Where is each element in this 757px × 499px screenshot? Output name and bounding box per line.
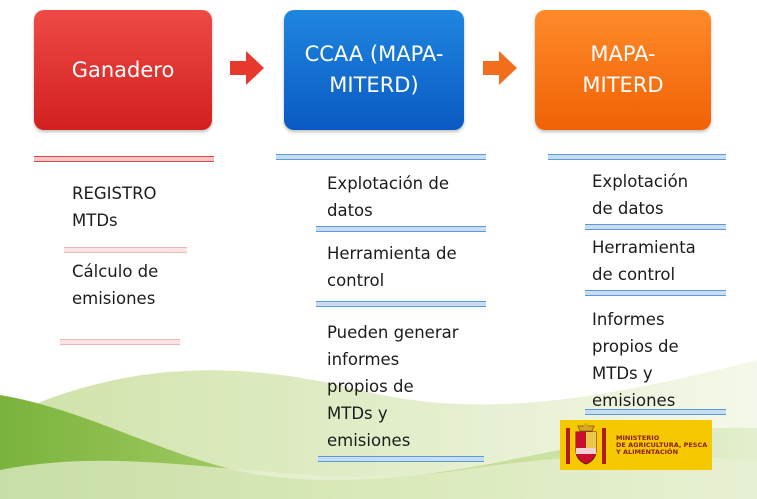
separator-line [318, 456, 484, 462]
coat-of-arms-icon [566, 423, 606, 465]
ministry-logo: MINISTERIO DE AGRICULTURA, PESCA Y ALIME… [560, 420, 712, 470]
separator-line [585, 290, 726, 296]
list-item-explotacion: Explotación de datos [592, 172, 689, 218]
ganadero-label: Ganadero [71, 57, 175, 82]
list-item-explotacion: Explotación de datos [327, 174, 450, 220]
separator-line [276, 154, 486, 160]
mapa-miterd-box: MAPA- MITERD [535, 10, 711, 130]
separator-line [548, 154, 726, 160]
separator-line [316, 301, 486, 307]
list-item-herramienta: Herramienta de control [592, 238, 696, 284]
ganadero-box: Ganadero [34, 10, 212, 130]
list-item-informes: Informes propios de MTDs y emisiones [592, 310, 679, 410]
separator-line [585, 409, 726, 415]
list-item-herramienta: Herramienta de control [327, 244, 457, 290]
separator-line [34, 156, 214, 162]
ministry-name: MINISTERIO DE AGRICULTURA, PESCA Y ALIME… [616, 433, 708, 456]
mapa-miterd-label: MAPA- MITERD [582, 42, 664, 97]
separator-line [585, 224, 726, 230]
list-item-registro: REGISTRO MTDs [72, 184, 157, 230]
ccaa-box: CCAA (MAPA- MITERD) [284, 10, 464, 130]
separator-line [60, 339, 180, 345]
ccaa-label: CCAA (MAPA- MITERD) [304, 42, 444, 97]
separator-line [64, 247, 187, 253]
arrow-right-icon [483, 51, 517, 85]
separator-line [316, 226, 486, 232]
list-item-informes: Pueden generar informes propios de MTDs … [327, 323, 459, 450]
list-item-calculo: Cálculo de emisiones [72, 262, 159, 308]
arrow-right-icon [230, 51, 264, 85]
